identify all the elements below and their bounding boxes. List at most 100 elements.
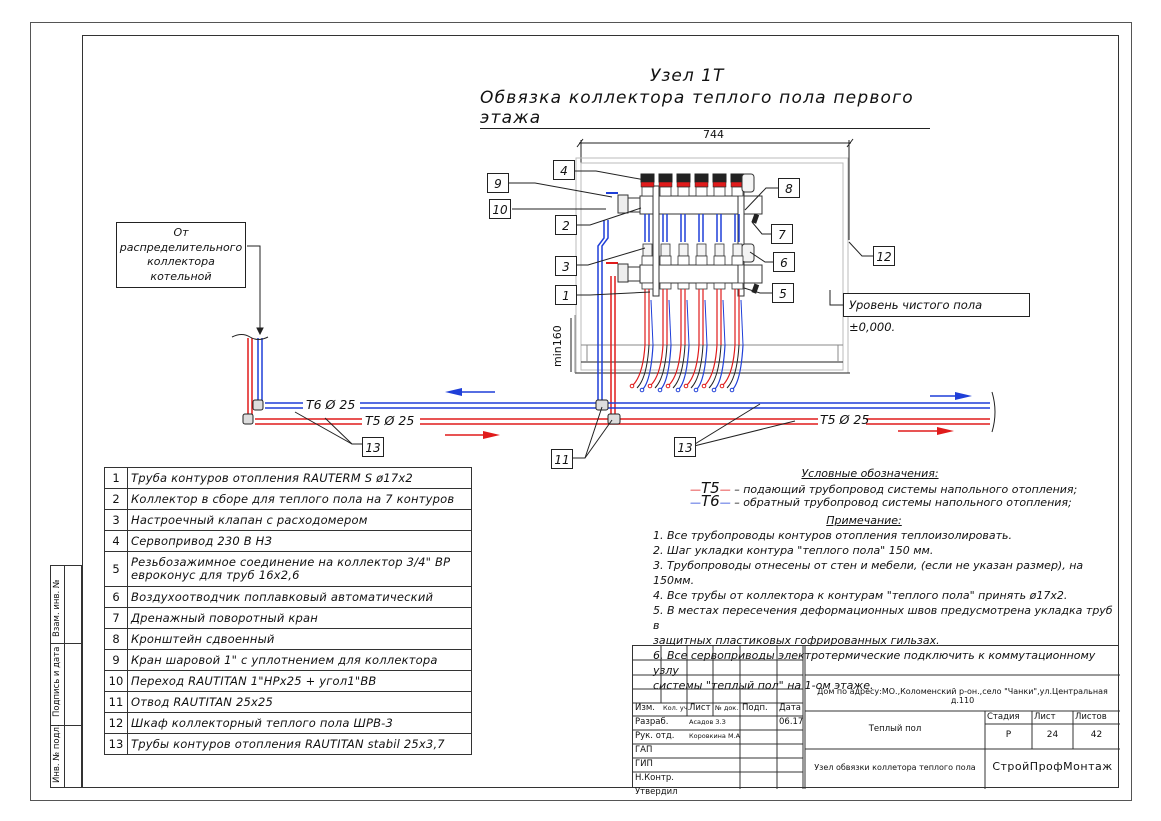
- servo-band: [676, 181, 691, 188]
- pipe-label-t5-right: Т5 Ø 25: [820, 412, 870, 427]
- callout-3: 3: [555, 256, 577, 276]
- servo-body: [659, 186, 672, 197]
- bracket: [652, 185, 745, 297]
- callout-1: 1: [555, 285, 577, 305]
- callout-8: 8: [778, 178, 800, 198]
- circuit-pipes: [641, 214, 744, 346]
- part-description: Отвод RAUTITAN 25x25: [127, 691, 472, 713]
- callout-4: 4: [553, 160, 575, 180]
- tb-header-kol: Кол. уч.: [663, 704, 690, 712]
- loop-return: [678, 344, 690, 390]
- servo-drives: [640, 173, 745, 197]
- part-description: Дренажный поворотный кран: [127, 607, 472, 629]
- return-run: [650, 299, 654, 346]
- tb-address: Дом по адресу:МО.,Коломенский р-он.,село…: [817, 687, 1108, 705]
- loop-supply: [686, 344, 700, 386]
- tb-role: Утвердил: [635, 787, 678, 797]
- tb-role: ГАП: [635, 745, 653, 755]
- loop-end-supply: [683, 383, 689, 389]
- loop-return: [660, 344, 672, 390]
- part-description: Труба контуров отопления RAUTERM S ø17x2: [127, 467, 472, 489]
- note-line: 5. В местах пересечения деформационных ш…: [653, 604, 1113, 632]
- width-dimension: [576, 138, 854, 240]
- tb-role: Рук. отд.: [635, 731, 675, 741]
- return-run: [668, 299, 672, 346]
- part-number: 5: [104, 551, 128, 587]
- part-number: 11: [104, 691, 128, 713]
- tb-sheet-title: Узел обвязки коллетора теплого пола: [814, 763, 976, 772]
- legend-item-return: —Т6— – обратный трубопровод системы напо…: [690, 494, 1110, 510]
- return-run: [704, 299, 708, 346]
- servo-body: [695, 186, 708, 197]
- flow-meter: [696, 243, 707, 257]
- node-title: Узел 1Т: [650, 66, 725, 86]
- loop-supply: [632, 344, 646, 386]
- flow-valve: [731, 255, 744, 266]
- loop-end-return: [693, 387, 699, 393]
- callout-13-right: 13: [674, 437, 696, 457]
- callout-5: 5: [772, 283, 794, 303]
- servo-head: [640, 173, 655, 183]
- part-description: Коллектор в сборе для теплого пола на 7 …: [127, 488, 472, 510]
- flow-valve: [677, 255, 690, 266]
- flow-valve: [659, 255, 672, 266]
- loop-end-return: [639, 387, 645, 393]
- flow-meter: [714, 243, 725, 257]
- manifold-top: [617, 194, 763, 215]
- note-line: защитных пластиковых гофрированных гильз…: [653, 634, 940, 647]
- source-note-line: распределительного: [119, 240, 243, 254]
- callout-13-left: 13: [362, 437, 384, 457]
- flow-valve: [713, 255, 726, 266]
- servo-body: [677, 186, 690, 197]
- leader-lines: [247, 170, 873, 459]
- loop-end-return: [675, 387, 681, 393]
- supply-arrow-right: [483, 431, 500, 439]
- loop-end-supply: [701, 383, 707, 389]
- elbow-fittings: [242, 399, 621, 425]
- servo-body: [731, 186, 744, 197]
- tb-name: Асадов З.З: [689, 718, 726, 726]
- tb-role: Разраб.: [635, 717, 669, 727]
- return-run: [686, 299, 690, 346]
- part-description: Воздухоотводчик поплавковый автоматическ…: [127, 586, 472, 608]
- tb-sheets-label: Листов: [1075, 712, 1107, 722]
- euroconus-fitting: [731, 282, 744, 290]
- flow-valve: [695, 255, 708, 266]
- callout-12: 12: [873, 246, 895, 266]
- part-number: 1: [104, 467, 128, 489]
- note-line: 4. Все трубы от коллектора к контурам "т…: [653, 589, 1068, 602]
- servo-band: [640, 181, 655, 188]
- euroconus-fitting: [677, 282, 690, 290]
- callout-7: 7: [771, 224, 793, 244]
- width-dimension-label: 744: [703, 128, 724, 141]
- part-description: Переход RAUTITAN 1"НРx25 + угол1"ВВ: [127, 670, 472, 692]
- part-number: 3: [104, 509, 128, 531]
- supply-symbol: Т5: [701, 479, 720, 497]
- outer-frame: [30, 22, 1132, 801]
- loop-return: [714, 344, 726, 390]
- loop-outline: [708, 344, 722, 389]
- floor-loops: [629, 344, 744, 393]
- loop-supply: [722, 344, 736, 386]
- loop-end-supply: [629, 383, 635, 389]
- loop-end-return: [657, 387, 663, 393]
- callout-2: 2: [555, 215, 577, 235]
- tb-header-list: Лист: [689, 703, 711, 713]
- loop-return: [642, 344, 654, 390]
- source-note-line: коллектора: [147, 255, 215, 268]
- callout-10: 10: [489, 199, 511, 219]
- callout-11: 11: [551, 449, 573, 469]
- inner-frame: [82, 35, 1119, 788]
- side-stamp: Взам. инв. № Подпись и дата Инв. № подл.: [50, 565, 82, 788]
